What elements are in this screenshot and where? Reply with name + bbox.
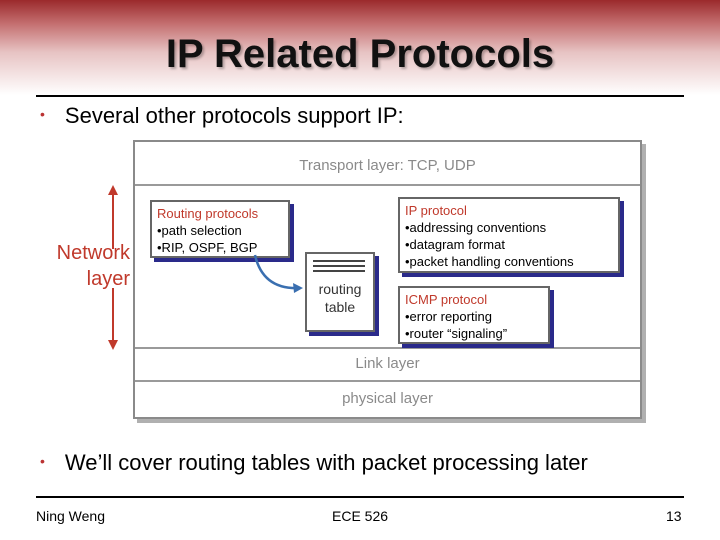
routing-item: •RIP, OSPF, BGP (157, 240, 258, 255)
bullet-2-text: We’ll cover routing tables with packet p… (64, 450, 588, 475)
footer-course: ECE 526 (332, 508, 389, 524)
protocol-diagram: Transport layer: TCP, UDP Link layer phy… (30, 130, 660, 425)
network-layer-line1: Network (56, 242, 130, 264)
bullet-dot: • (40, 453, 45, 469)
routing-protocols-box: Routing protocols •path selection •RIP, … (150, 200, 290, 258)
footer-page-number: 13 (666, 508, 682, 524)
bullet-2: • We’ll cover routing tables with packet … (40, 450, 588, 476)
bullet-dot: • (40, 106, 45, 122)
title-rule (36, 95, 684, 97)
routing-table-line1: routing (318, 281, 362, 297)
bullet-1: • Several other protocols support IP: (40, 103, 404, 129)
ip-protocol-title: IP protocol (405, 203, 467, 218)
routing-table-line2: table (324, 299, 356, 315)
icmp-item: •error reporting (405, 309, 492, 324)
link-layer-label: Link layer (355, 355, 420, 372)
ip-protocol-box: IP protocol •addressing conventions •dat… (398, 197, 620, 273)
network-layer-arrow-icon (108, 185, 118, 350)
ip-item: •addressing conventions (405, 220, 547, 235)
footer-author: Ning Weng (36, 508, 106, 524)
link-divider (135, 380, 640, 382)
transport-layer-label: Transport layer: TCP, UDP (299, 157, 476, 174)
routing-protocols-title: Routing protocols (157, 206, 259, 221)
bullet-1-text: Several other protocols support IP: (64, 103, 404, 128)
table-lines (313, 260, 365, 275)
layer-stack-frame: Transport layer: TCP, UDP Link layer phy… (133, 140, 642, 419)
curved-arrow-icon (253, 254, 303, 293)
icmp-protocol-box: ICMP protocol •error reporting •router “… (398, 286, 550, 344)
icmp-protocol-title: ICMP protocol (405, 292, 488, 307)
physical-layer-label: physical layer (342, 390, 433, 407)
network-layer-label: Network layer (40, 240, 130, 292)
routing-table-icon: routing table (305, 252, 375, 332)
title-band (0, 0, 720, 95)
network-layer-line2: layer (86, 268, 130, 290)
slide-title: IP Related Protocols (165, 32, 555, 76)
routing-item: •path selection (157, 223, 242, 238)
transport-divider (135, 184, 640, 186)
ip-item: •datagram format (405, 237, 505, 252)
ip-item: •packet handling conventions (405, 254, 574, 269)
routing-table-label: routing table (307, 280, 373, 316)
network-divider (135, 347, 640, 349)
footer-rule (36, 496, 684, 498)
icmp-item: •router “signaling” (405, 326, 508, 341)
